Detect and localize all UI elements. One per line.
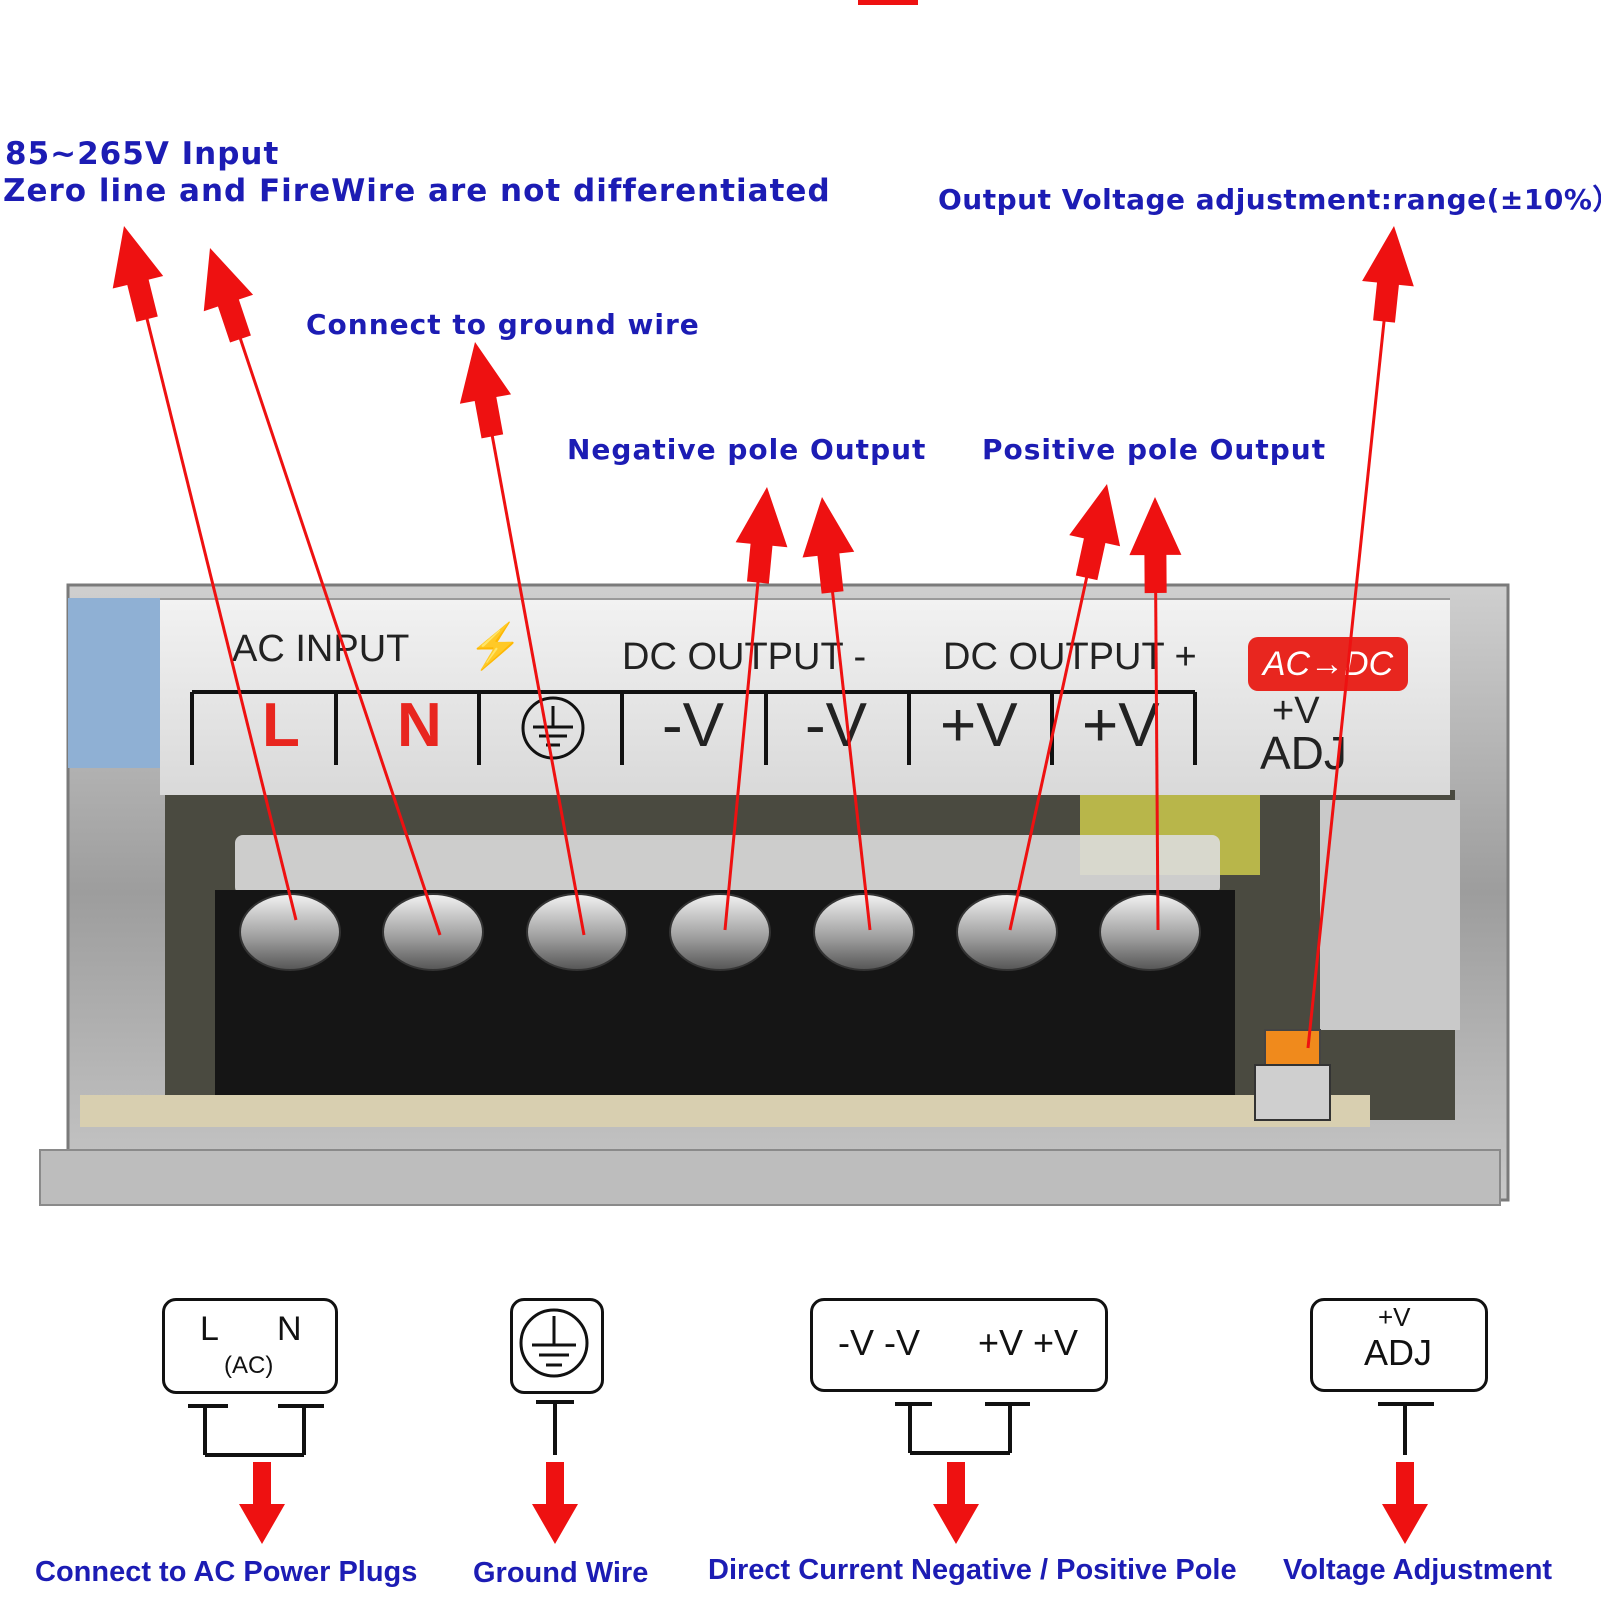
dc-output-neg-label: DC OUTPUT - — [622, 636, 867, 678]
terminal-cover — [235, 835, 1220, 895]
ac-dc-badge: AC→DC — [1248, 637, 1408, 691]
ground-legend-icon — [519, 1308, 589, 1378]
terminal-pos-v-1: +V — [940, 691, 1018, 760]
lightning-icon: ⚡ — [468, 622, 523, 671]
adj-base — [1254, 1064, 1331, 1121]
legend-arrow-dc — [933, 1462, 979, 1544]
adj-top-label: +V — [1272, 690, 1320, 732]
terminal-neg-v-1: -V — [662, 691, 724, 760]
callout-input-line1: 85~265V Input — [5, 136, 280, 172]
terminal-screw-2 — [382, 893, 484, 971]
terminal-screws — [239, 893, 1201, 971]
legend-arrow-ac — [239, 1462, 285, 1544]
terminal-n: N — [397, 691, 442, 760]
arrow-adj-potentiometer — [1306, 226, 1414, 1049]
chassis-base — [39, 1149, 1501, 1206]
arrow-pos-terminal-2 — [1129, 497, 1182, 931]
heatsink — [1320, 800, 1460, 1030]
label-strip — [160, 598, 1450, 795]
terminal-neg-v-2: -V — [805, 691, 867, 760]
dc-legend-neg: -V -V — [838, 1322, 921, 1363]
ac-legend-box — [162, 1298, 338, 1394]
arrow-pos-terminal-1 — [1008, 484, 1121, 931]
legend-arrow-ground — [532, 1462, 578, 1544]
adj-legend-bottom: ADJ — [1364, 1332, 1433, 1373]
caption-ground: Ground Wire — [473, 1557, 649, 1589]
legend-arrow-adj — [1382, 1462, 1428, 1544]
dc-legend-pos: +V +V — [978, 1322, 1079, 1363]
ac-legend-l: L — [200, 1310, 219, 1348]
adj-bottom-label: ADJ — [1260, 727, 1347, 779]
adj-legend-box — [1310, 1298, 1488, 1392]
side-tab — [68, 598, 163, 768]
callout-input-line2: Zero line and FireWire are not different… — [3, 173, 831, 209]
caption-dc: Direct Current Negative / Positive Pole — [708, 1554, 1237, 1586]
terminal-screw-6 — [956, 893, 1058, 971]
arrow-l-terminal — [112, 226, 298, 921]
ac-legend-n: N — [277, 1310, 302, 1348]
adj-legend-top: +V — [1378, 1302, 1411, 1332]
terminal-screw-5 — [813, 893, 915, 971]
arrow-neg-terminal-2 — [802, 497, 872, 931]
callout-ground: Connect to ground wire — [306, 308, 700, 341]
ac-input-label: AC INPUT — [232, 628, 410, 670]
arrow-ground-terminal — [459, 342, 586, 936]
pcb-board — [80, 1095, 1370, 1127]
arrow-n-terminal — [203, 248, 442, 936]
callout-negative: Negative pole Output — [567, 433, 927, 466]
terminal-l: L — [262, 691, 300, 760]
callout-adjust: Output Voltage adjustment:range(±10%） — [938, 183, 1601, 216]
terminal-screw-7 — [1099, 893, 1201, 971]
terminal-pos-v-2: +V — [1082, 691, 1160, 760]
arrow-neg-terminal-1 — [723, 487, 788, 931]
ground-symbol-icon — [521, 696, 585, 760]
caption-ac: Connect to AC Power Plugs — [35, 1556, 418, 1588]
ac-legend-ac: (AC) — [224, 1352, 274, 1379]
dc-legend-box — [810, 1298, 1108, 1392]
terminal-screw-4 — [669, 893, 771, 971]
caption-adj: Voltage Adjustment — [1283, 1554, 1553, 1586]
top-red-mark — [858, 0, 918, 5]
callout-positive: Positive pole Output — [982, 433, 1327, 466]
